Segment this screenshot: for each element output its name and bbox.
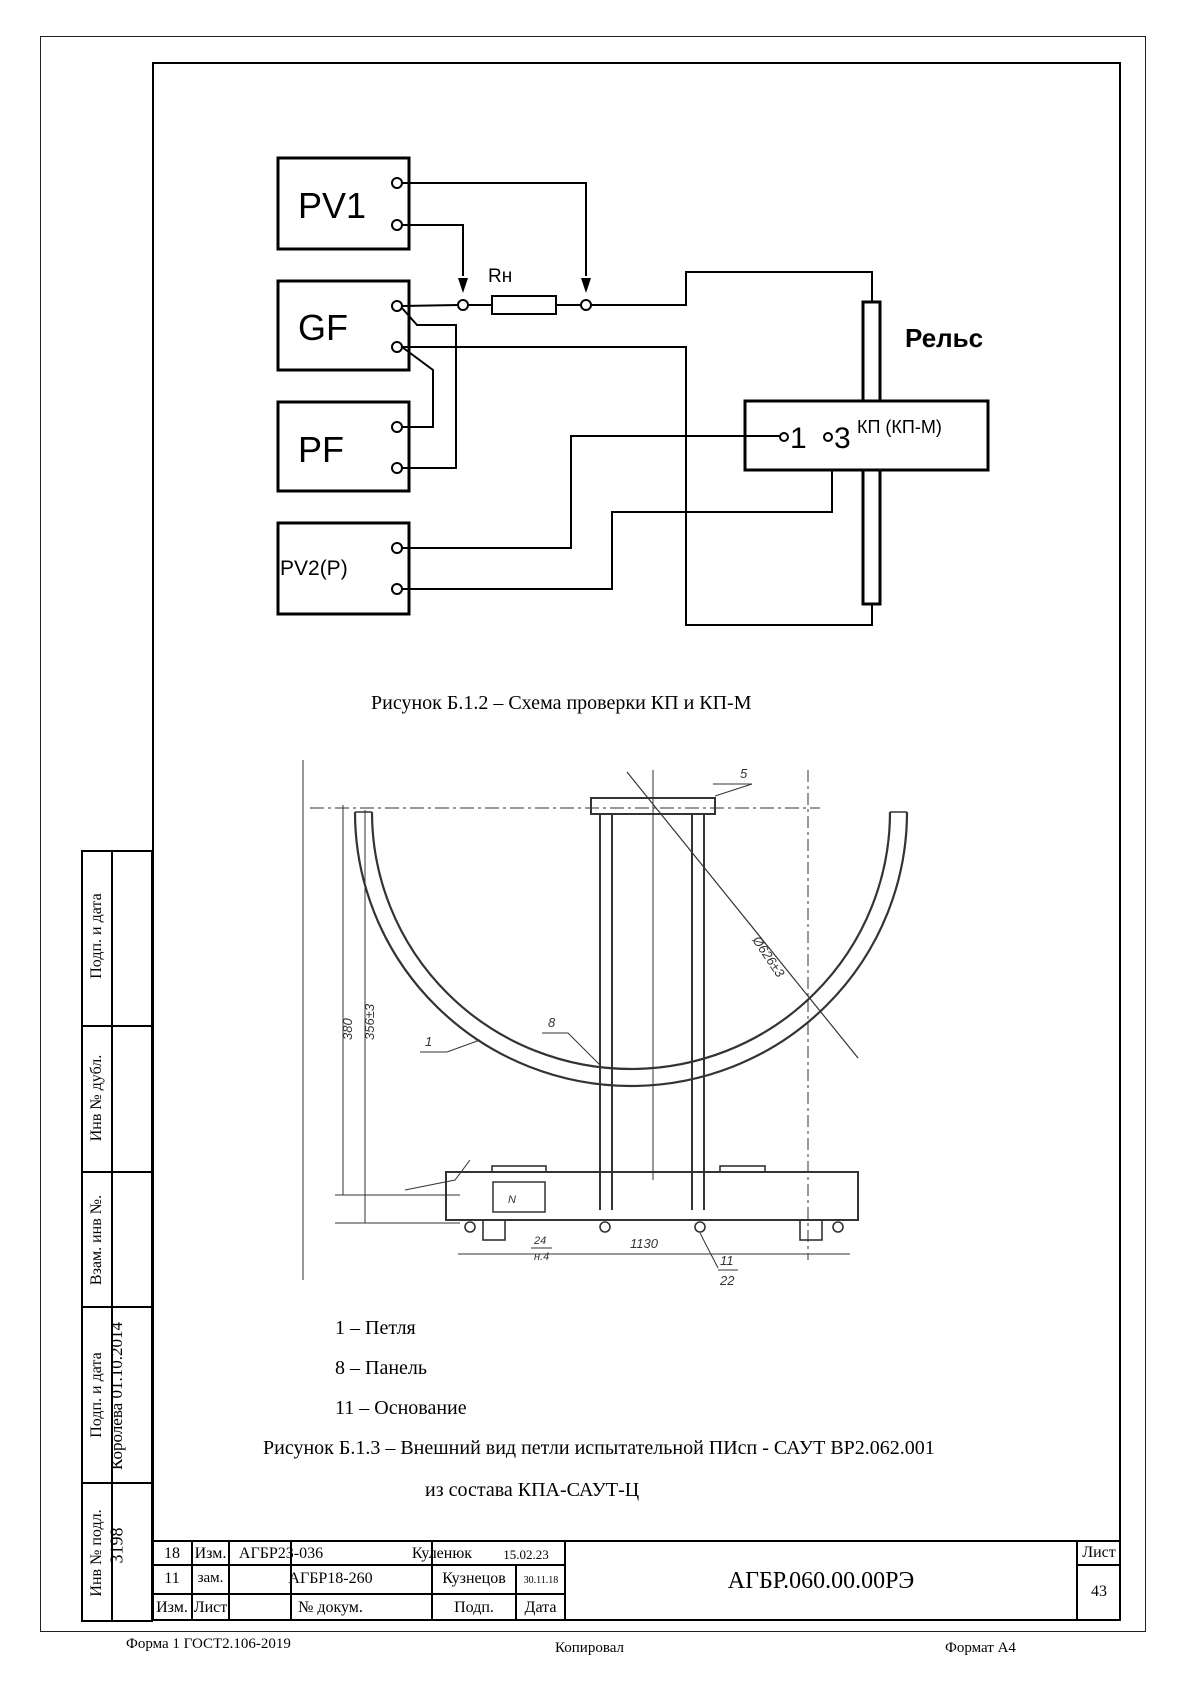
rail-label: Рельс (905, 323, 983, 353)
row1-data: 15.02.23 (503, 1547, 549, 1562)
figure-3-caption-line1: Рисунок Б.1.3 – Внешний вид петли испыта… (263, 1437, 935, 1459)
legend-item-1: 1 – Петля (335, 1317, 416, 1339)
callout-N: N (508, 1194, 516, 1206)
header-doc: № докум. (298, 1599, 363, 1616)
pv2-box (276, 521, 411, 616)
figure-3-caption-line2: из состава КПА-САУТ-Ц (425, 1479, 640, 1501)
dim-356: 356±3 (362, 1003, 377, 1040)
gf-box (276, 279, 411, 372)
dim-1130: 1130 (630, 1236, 659, 1251)
footer-format: Формат А4 (945, 1640, 1016, 1656)
row1-podp: Куленюк (411, 1545, 473, 1562)
pv1-box (276, 156, 411, 251)
callout-24: 24 (533, 1235, 546, 1247)
row2-list: зам. (197, 1570, 224, 1586)
header-izm: Изм. (156, 1599, 188, 1616)
callout-22: 22 (719, 1273, 735, 1288)
row2-izm: 11 (164, 1570, 180, 1587)
figure-2-caption: Рисунок Б.1.2 – Схема проверки КП и КП-М (371, 692, 752, 714)
dim-380: 380 (340, 1018, 355, 1040)
row1-list: Изм. (194, 1545, 227, 1562)
wiring-schematic: PV1 GF PF PV2(P) Rн Рельс 1 3 КП (КП-М) (276, 156, 990, 626)
header-data: Дата (524, 1599, 557, 1616)
callout-n4: н.4 (534, 1251, 549, 1263)
callout-5: 5 (740, 766, 748, 781)
row1-izm: 18 (164, 1545, 180, 1562)
callout-8: 8 (548, 1015, 556, 1030)
legend-item-11: 11 – Основание (335, 1397, 467, 1419)
rn-label: Rн (488, 266, 512, 287)
sheet-number: 43 (1091, 1583, 1107, 1600)
pv2-label: PV2(P) (280, 557, 348, 580)
row2-doc: АГБР18-260 (288, 1570, 373, 1587)
kp-terminal-3: 3 (834, 422, 851, 455)
inner-frame (152, 62, 1121, 1621)
document-number: АГБР.060.00.00РЭ (727, 1568, 915, 1594)
sheet-label: Лист (1082, 1544, 1116, 1561)
loop-drawing: 380 356±3 Ø626±3 1130 1 5 8 11 22 24 н.4… (302, 760, 909, 1288)
pf-label: PF (298, 429, 344, 470)
kp-box (743, 399, 990, 472)
side-stamp-grid (81, 850, 153, 1622)
callout-11: 11 (720, 1253, 734, 1268)
callout-1: 1 (425, 1034, 432, 1049)
footer-form: Форма 1 ГОСТ2.106-2019 (126, 1636, 291, 1652)
gf-label: GF (298, 307, 348, 348)
header-list: Лист (193, 1599, 228, 1616)
kp-terminal-1: 1 (790, 422, 807, 455)
legend-item-8: 8 – Панель (335, 1357, 428, 1379)
kp-label: КП (КП-М) (857, 417, 942, 437)
pv1-label: PV1 (298, 185, 366, 226)
row1-doc: АГБР23-036 (238, 1545, 324, 1562)
row2-data: 30.11.18 (523, 1575, 559, 1586)
footer-copied: Копировал (555, 1640, 624, 1656)
header-podp: Подп. (454, 1599, 494, 1616)
pf-box (276, 400, 411, 493)
row2-podp: Кузнецов (442, 1570, 506, 1587)
outer-frame (40, 36, 1146, 1632)
